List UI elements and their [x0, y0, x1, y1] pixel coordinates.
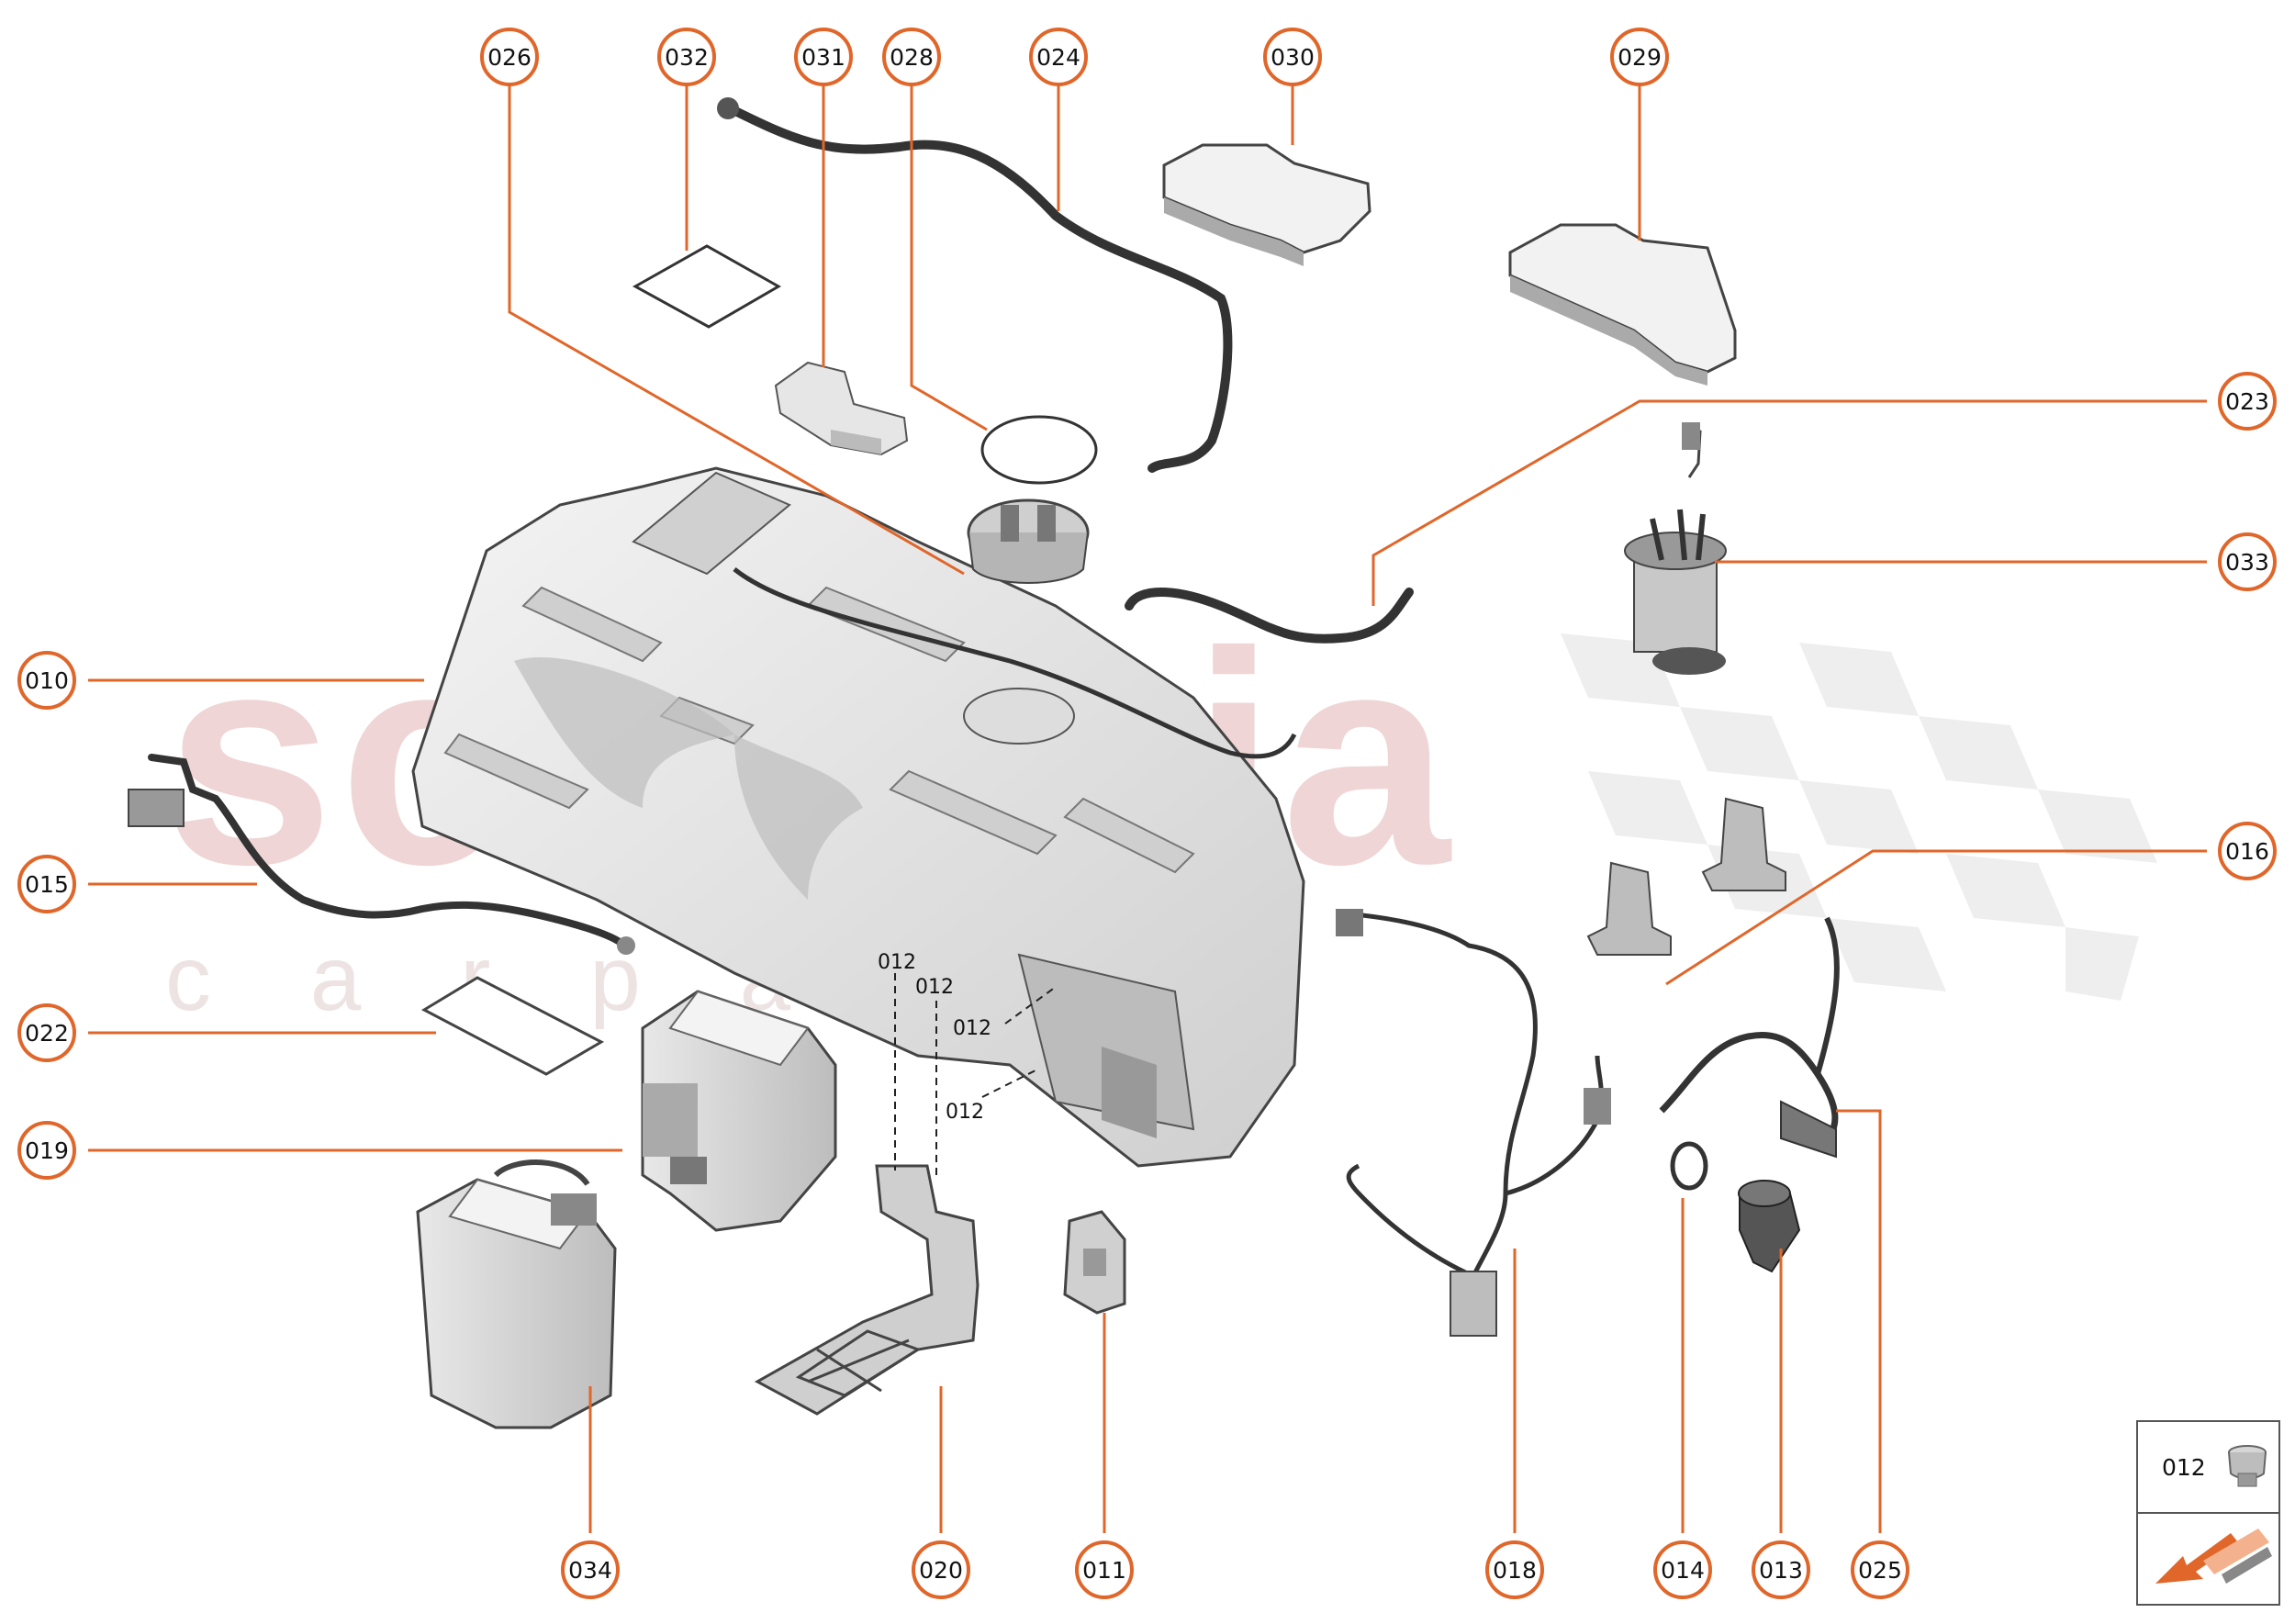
inline-012-label: 012 — [953, 1017, 991, 1040]
callout-029[interactable]: 029 — [1610, 28, 1669, 86]
part-031-foam — [774, 361, 909, 456]
callout-018[interactable]: 018 — [1485, 1540, 1544, 1599]
part-032-sheet — [632, 244, 782, 329]
callout-028[interactable]: 028 — [882, 28, 941, 86]
direction-arrow-icon[interactable] — [2155, 1529, 2272, 1584]
inline-012-leaders — [894, 973, 1057, 1180]
part-029-pad — [1508, 223, 1737, 386]
callout-033-label: 033 — [2225, 549, 2269, 576]
callout-015[interactable]: 015 — [17, 855, 76, 913]
part-024-hose — [725, 104, 1233, 473]
part-030-pad — [1162, 143, 1371, 266]
nut-icon — [2228, 1445, 2267, 1487]
inline-012-label: 012 — [915, 976, 954, 999]
callout-033[interactable]: 033 — [2218, 532, 2277, 591]
callout-023-label: 023 — [2225, 388, 2269, 415]
part-018-harness — [1336, 909, 1611, 1337]
callout-020-label: 020 — [919, 1557, 963, 1584]
part-011-module — [1063, 1210, 1126, 1315]
part-025-hose — [1659, 916, 1840, 1159]
part-010-fuel-tank — [411, 466, 1305, 1168]
callout-032-label: 032 — [665, 44, 709, 71]
leader-016 — [1665, 849, 2207, 986]
callout-025-label: 025 — [1858, 1557, 1902, 1584]
callout-031-label: 031 — [801, 44, 845, 71]
callout-022-label: 022 — [25, 1020, 69, 1047]
inline-012-label: 012 — [946, 1101, 984, 1124]
callout-014[interactable]: 014 — [1653, 1540, 1712, 1599]
callout-030-label: 030 — [1271, 44, 1315, 71]
callout-024-label: 024 — [1036, 44, 1080, 71]
callout-010[interactable]: 010 — [17, 651, 76, 710]
part-034-canister — [416, 1159, 617, 1429]
callout-013-label: 013 — [1759, 1557, 1803, 1584]
part-023-hose — [1125, 588, 1414, 644]
part-013-cap — [1738, 1180, 1801, 1273]
callout-029-label: 029 — [1618, 44, 1662, 71]
part-028-oring — [980, 415, 1098, 485]
callout-034[interactable]: 034 — [561, 1540, 620, 1599]
part-019-canister — [641, 990, 837, 1232]
part-015-harness — [128, 754, 635, 955]
callout-032[interactable]: 032 — [657, 28, 716, 86]
callout-020[interactable]: 020 — [912, 1540, 970, 1599]
leader-023 — [1371, 399, 2207, 606]
callout-024[interactable]: 024 — [1029, 28, 1088, 86]
leader-lines — [88, 75, 2207, 1533]
callout-018-label: 018 — [1493, 1557, 1537, 1584]
part-026-sender-flange — [967, 498, 1090, 584]
leader-028 — [910, 75, 988, 431]
callout-019[interactable]: 019 — [17, 1121, 76, 1180]
callout-030[interactable]: 030 — [1263, 28, 1322, 86]
inline-012-label: 012 — [878, 951, 916, 974]
legend-box: 012 — [2136, 1420, 2280, 1606]
part-016-brackets — [1586, 797, 1786, 956]
leader-025 — [1836, 1109, 1882, 1533]
callout-023[interactable]: 023 — [2218, 372, 2277, 431]
part-022-sheet — [420, 976, 605, 1076]
callout-034-label: 034 — [568, 1557, 612, 1584]
callout-011-label: 011 — [1082, 1557, 1126, 1584]
callout-014-label: 014 — [1661, 1557, 1705, 1584]
callout-026[interactable]: 026 — [480, 28, 539, 86]
callout-031[interactable]: 031 — [794, 28, 853, 86]
part-033-fuel-pump — [1624, 422, 1727, 675]
part-014-clamp — [1670, 1141, 1708, 1191]
callout-015-label: 015 — [25, 871, 69, 898]
callout-025[interactable]: 025 — [1851, 1540, 1909, 1599]
part-020-bracket — [754, 1164, 980, 1416]
callout-028-label: 028 — [890, 44, 934, 71]
callout-013[interactable]: 013 — [1752, 1540, 1810, 1599]
legend-part-label: 012 — [2162, 1454, 2206, 1481]
callout-016[interactable]: 016 — [2218, 822, 2277, 880]
callout-019-label: 019 — [25, 1137, 69, 1164]
callout-026-label: 026 — [487, 44, 532, 71]
leader-026 — [508, 75, 965, 576]
callout-010-label: 010 — [25, 667, 69, 694]
callout-022[interactable]: 022 — [17, 1003, 76, 1062]
callout-016-label: 016 — [2225, 838, 2269, 865]
callout-011[interactable]: 011 — [1075, 1540, 1134, 1599]
inline-012-labels: 012 012 012 012 — [878, 951, 991, 1124]
callouts: 026 032 031 028 024 030 029 023 033 010 … — [17, 28, 2277, 1599]
part-024-hose-fitting — [717, 97, 739, 119]
